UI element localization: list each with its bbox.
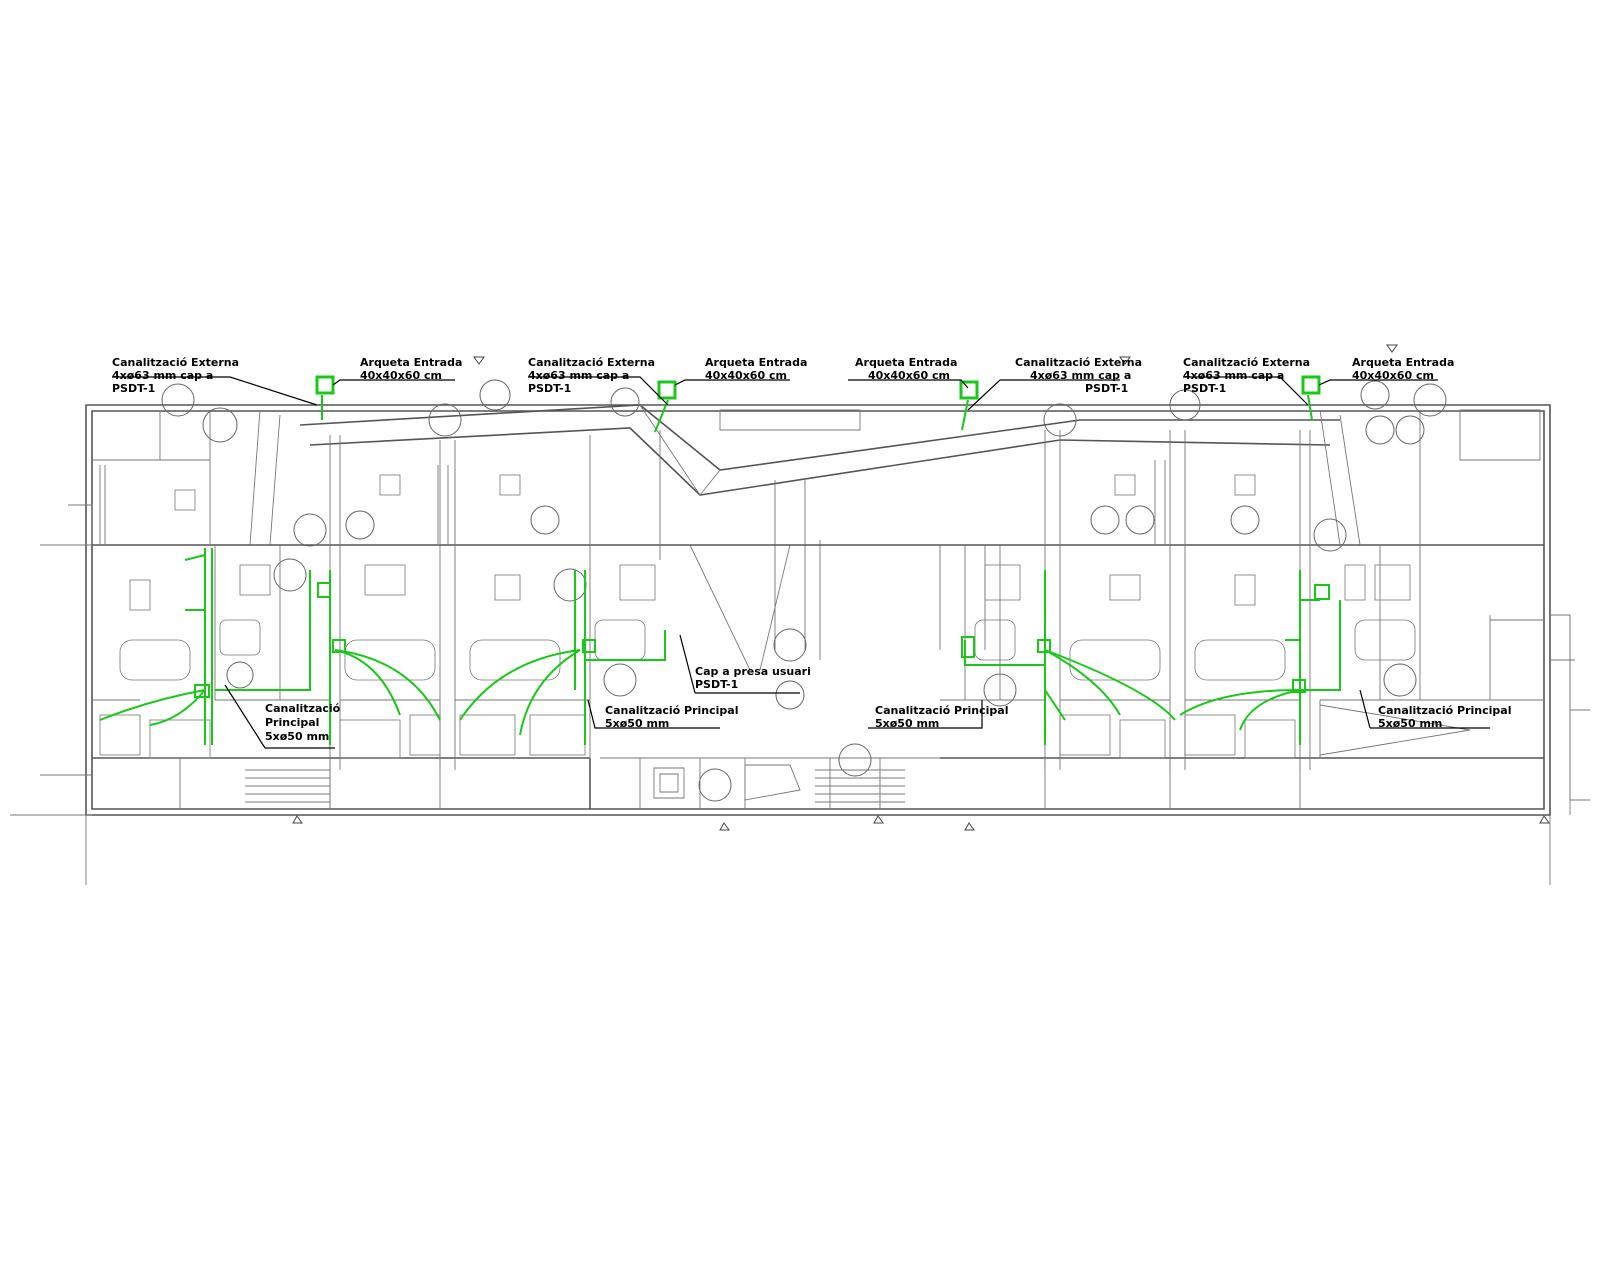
label-cap-a-presa-usuari: Cap a presa usuari PSDT-1	[695, 665, 811, 691]
svg-text:5xø50 mm: 5xø50 mm	[875, 717, 939, 730]
svg-text:40x40x60 cm: 40x40x60 cm	[868, 369, 950, 382]
svg-text:Arqueta Entrada: Arqueta Entrada	[855, 356, 957, 369]
svg-text:Arqueta Entrada: Arqueta Entrada	[1352, 356, 1454, 369]
svg-text:PSDT-1: PSDT-1	[1183, 382, 1226, 395]
entry-box-4	[1301, 375, 1321, 395]
svg-text:5xø50 mm: 5xø50 mm	[1378, 717, 1442, 730]
svg-text:Canalització Externa: Canalització Externa	[112, 356, 239, 369]
furniture	[99, 474, 1416, 759]
svg-text:Arqueta Entrada: Arqueta Entrada	[360, 356, 462, 369]
svg-text:PSDT-1: PSDT-1	[695, 678, 738, 691]
svg-text:Canalització Externa: Canalització Externa	[528, 356, 655, 369]
svg-text:Canalització Principal: Canalització Principal	[875, 704, 1009, 717]
svg-text:40x40x60 cm: 40x40x60 cm	[1352, 369, 1434, 382]
svg-text:PSDT-1: PSDT-1	[112, 382, 155, 395]
svg-text:Principal: Principal	[265, 716, 319, 729]
svg-text:4xø63 mm cap a: 4xø63 mm cap a	[1030, 369, 1131, 382]
label-canalitzacio-principal-1: Canalització Principal 5xø50 mm	[265, 702, 341, 743]
svg-text:40x40x60 cm: 40x40x60 cm	[360, 369, 442, 382]
label-canalitzacio-externa-4: Canalització Externa 4xø63 mm cap a PSDT…	[1183, 356, 1310, 395]
annotations: Canalització Externa 4xø63 mm cap a PSDT…	[112, 356, 1512, 743]
building-outline	[10, 404, 1590, 885]
trees	[161, 379, 1447, 802]
label-arqueta-entrada-3: Arqueta Entrada 40x40x60 cm	[855, 356, 957, 382]
svg-text:Canalització Externa: Canalització Externa	[1183, 356, 1310, 369]
label-arqueta-entrada-2: Arqueta Entrada 40x40x60 cm	[705, 356, 807, 382]
svg-text:Canalització: Canalització	[265, 702, 341, 715]
svg-text:5xø50 mm: 5xø50 mm	[265, 730, 329, 743]
svg-text:Canalització Principal: Canalització Principal	[605, 704, 739, 717]
telecom-conduits	[99, 375, 1341, 745]
svg-text:Canalització Principal: Canalització Principal	[1378, 704, 1512, 717]
label-canalitzacio-principal-4: Canalització Principal 5xø50 mm	[1378, 704, 1512, 730]
level-markers	[292, 344, 1550, 831]
svg-text:5xø50 mm: 5xø50 mm	[605, 717, 669, 730]
label-arqueta-entrada-4: Arqueta Entrada 40x40x60 cm	[1352, 356, 1454, 382]
label-canalitzacio-externa-2: Canalització Externa 4xø63 mm cap a PSDT…	[528, 356, 655, 395]
svg-text:PSDT-1: PSDT-1	[1085, 382, 1128, 395]
svg-text:Arqueta Entrada: Arqueta Entrada	[705, 356, 807, 369]
svg-text:4xø63 mm cap a: 4xø63 mm cap a	[528, 369, 629, 382]
svg-text:Cap a presa usuari: Cap a presa usuari	[695, 665, 811, 678]
svg-text:4xø63 mm cap a: 4xø63 mm cap a	[1183, 369, 1284, 382]
label-canalitzacio-principal-3: Canalització Principal 5xø50 mm	[875, 704, 1009, 730]
label-canalitzacio-externa-3: Canalització Externa 4xø63 mm cap a PSDT…	[1015, 356, 1142, 395]
entry-box-2	[657, 380, 677, 400]
label-arqueta-entrada-1: Arqueta Entrada 40x40x60 cm	[360, 356, 462, 382]
svg-text:PSDT-1: PSDT-1	[528, 382, 571, 395]
label-canalitzacio-principal-2: Canalització Principal 5xø50 mm	[605, 704, 739, 730]
annotation-leaders	[112, 376, 1490, 749]
svg-text:Canalització Externa: Canalització Externa	[1015, 356, 1142, 369]
svg-text:40x40x60 cm: 40x40x60 cm	[705, 369, 787, 382]
label-canalitzacio-externa-1: Canalització Externa 4xø63 mm cap a PSDT…	[112, 356, 239, 395]
entry-box-3	[959, 380, 979, 400]
entry-box-1	[315, 375, 335, 395]
svg-text:4xø63 mm cap a: 4xø63 mm cap a	[112, 369, 213, 382]
corridors	[249, 404, 1361, 671]
